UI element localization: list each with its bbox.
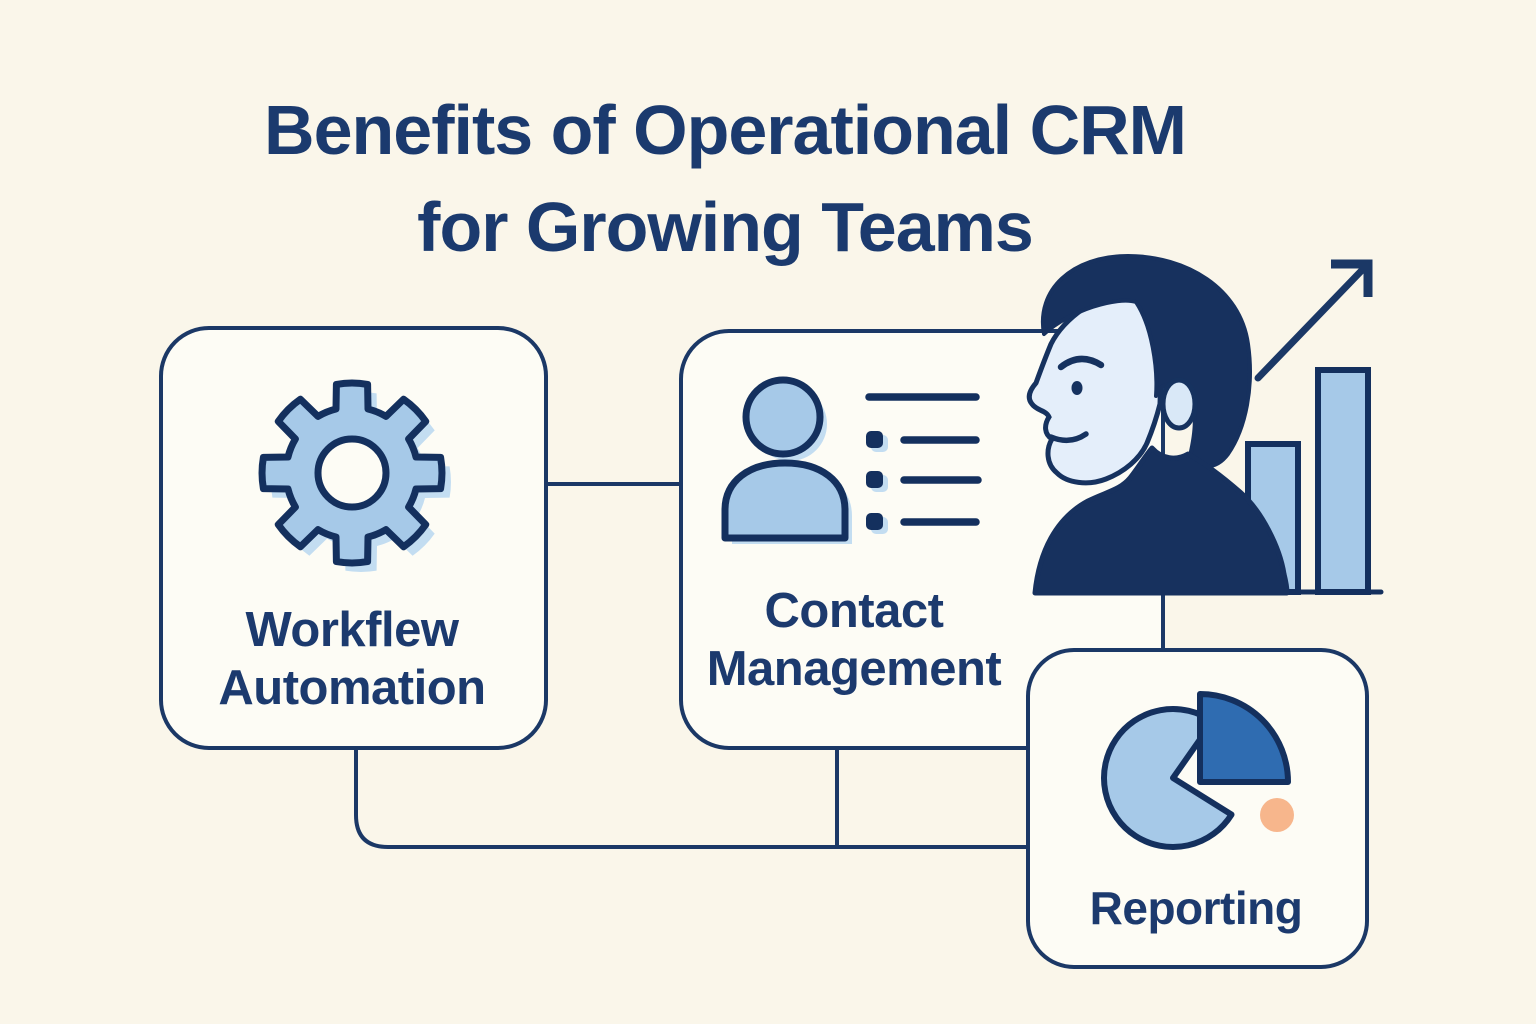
contact-profile-icon <box>721 376 852 544</box>
list-bullet <box>866 431 883 448</box>
bar-tall <box>1315 367 1371 595</box>
pie-chart-icon <box>1101 691 1294 850</box>
person-illustration <box>1026 254 1290 596</box>
person-eye <box>1071 381 1083 395</box>
contact-torso <box>721 459 849 542</box>
contact-list-icon <box>865 393 982 526</box>
pie-exploded-wedge <box>1197 691 1291 785</box>
person-body <box>1032 445 1290 596</box>
page-title: Benefits of Operational CRM for Growing … <box>0 82 1450 276</box>
list-bullet <box>866 513 883 530</box>
pie-orange-dot <box>1260 798 1294 832</box>
gear-hole <box>314 435 390 511</box>
connector-workflow-bottom <box>354 748 1032 849</box>
list-bullet <box>866 471 883 488</box>
growth-illustration <box>1026 254 1384 596</box>
contact-list-bullets <box>866 431 888 534</box>
node-label-workflow-automation: Workflew Automation <box>218 603 486 715</box>
node-label-reporting: Reporting <box>1089 882 1303 934</box>
person-ear <box>1160 377 1198 431</box>
person-eyebrow <box>1057 355 1105 371</box>
pie-main-slice <box>1101 706 1235 850</box>
trend-arrow-shaft <box>1254 262 1370 382</box>
person-mouth <box>1048 431 1089 444</box>
trend-arrow-head <box>1331 259 1373 297</box>
node-label-contact-management: Contact Management <box>706 584 1002 696</box>
title-line-1: Benefits of Operational CRM <box>264 91 1187 169</box>
gear-icon <box>258 379 451 572</box>
title-line-2: for Growing Teams <box>417 188 1034 266</box>
contact-head <box>742 376 824 458</box>
